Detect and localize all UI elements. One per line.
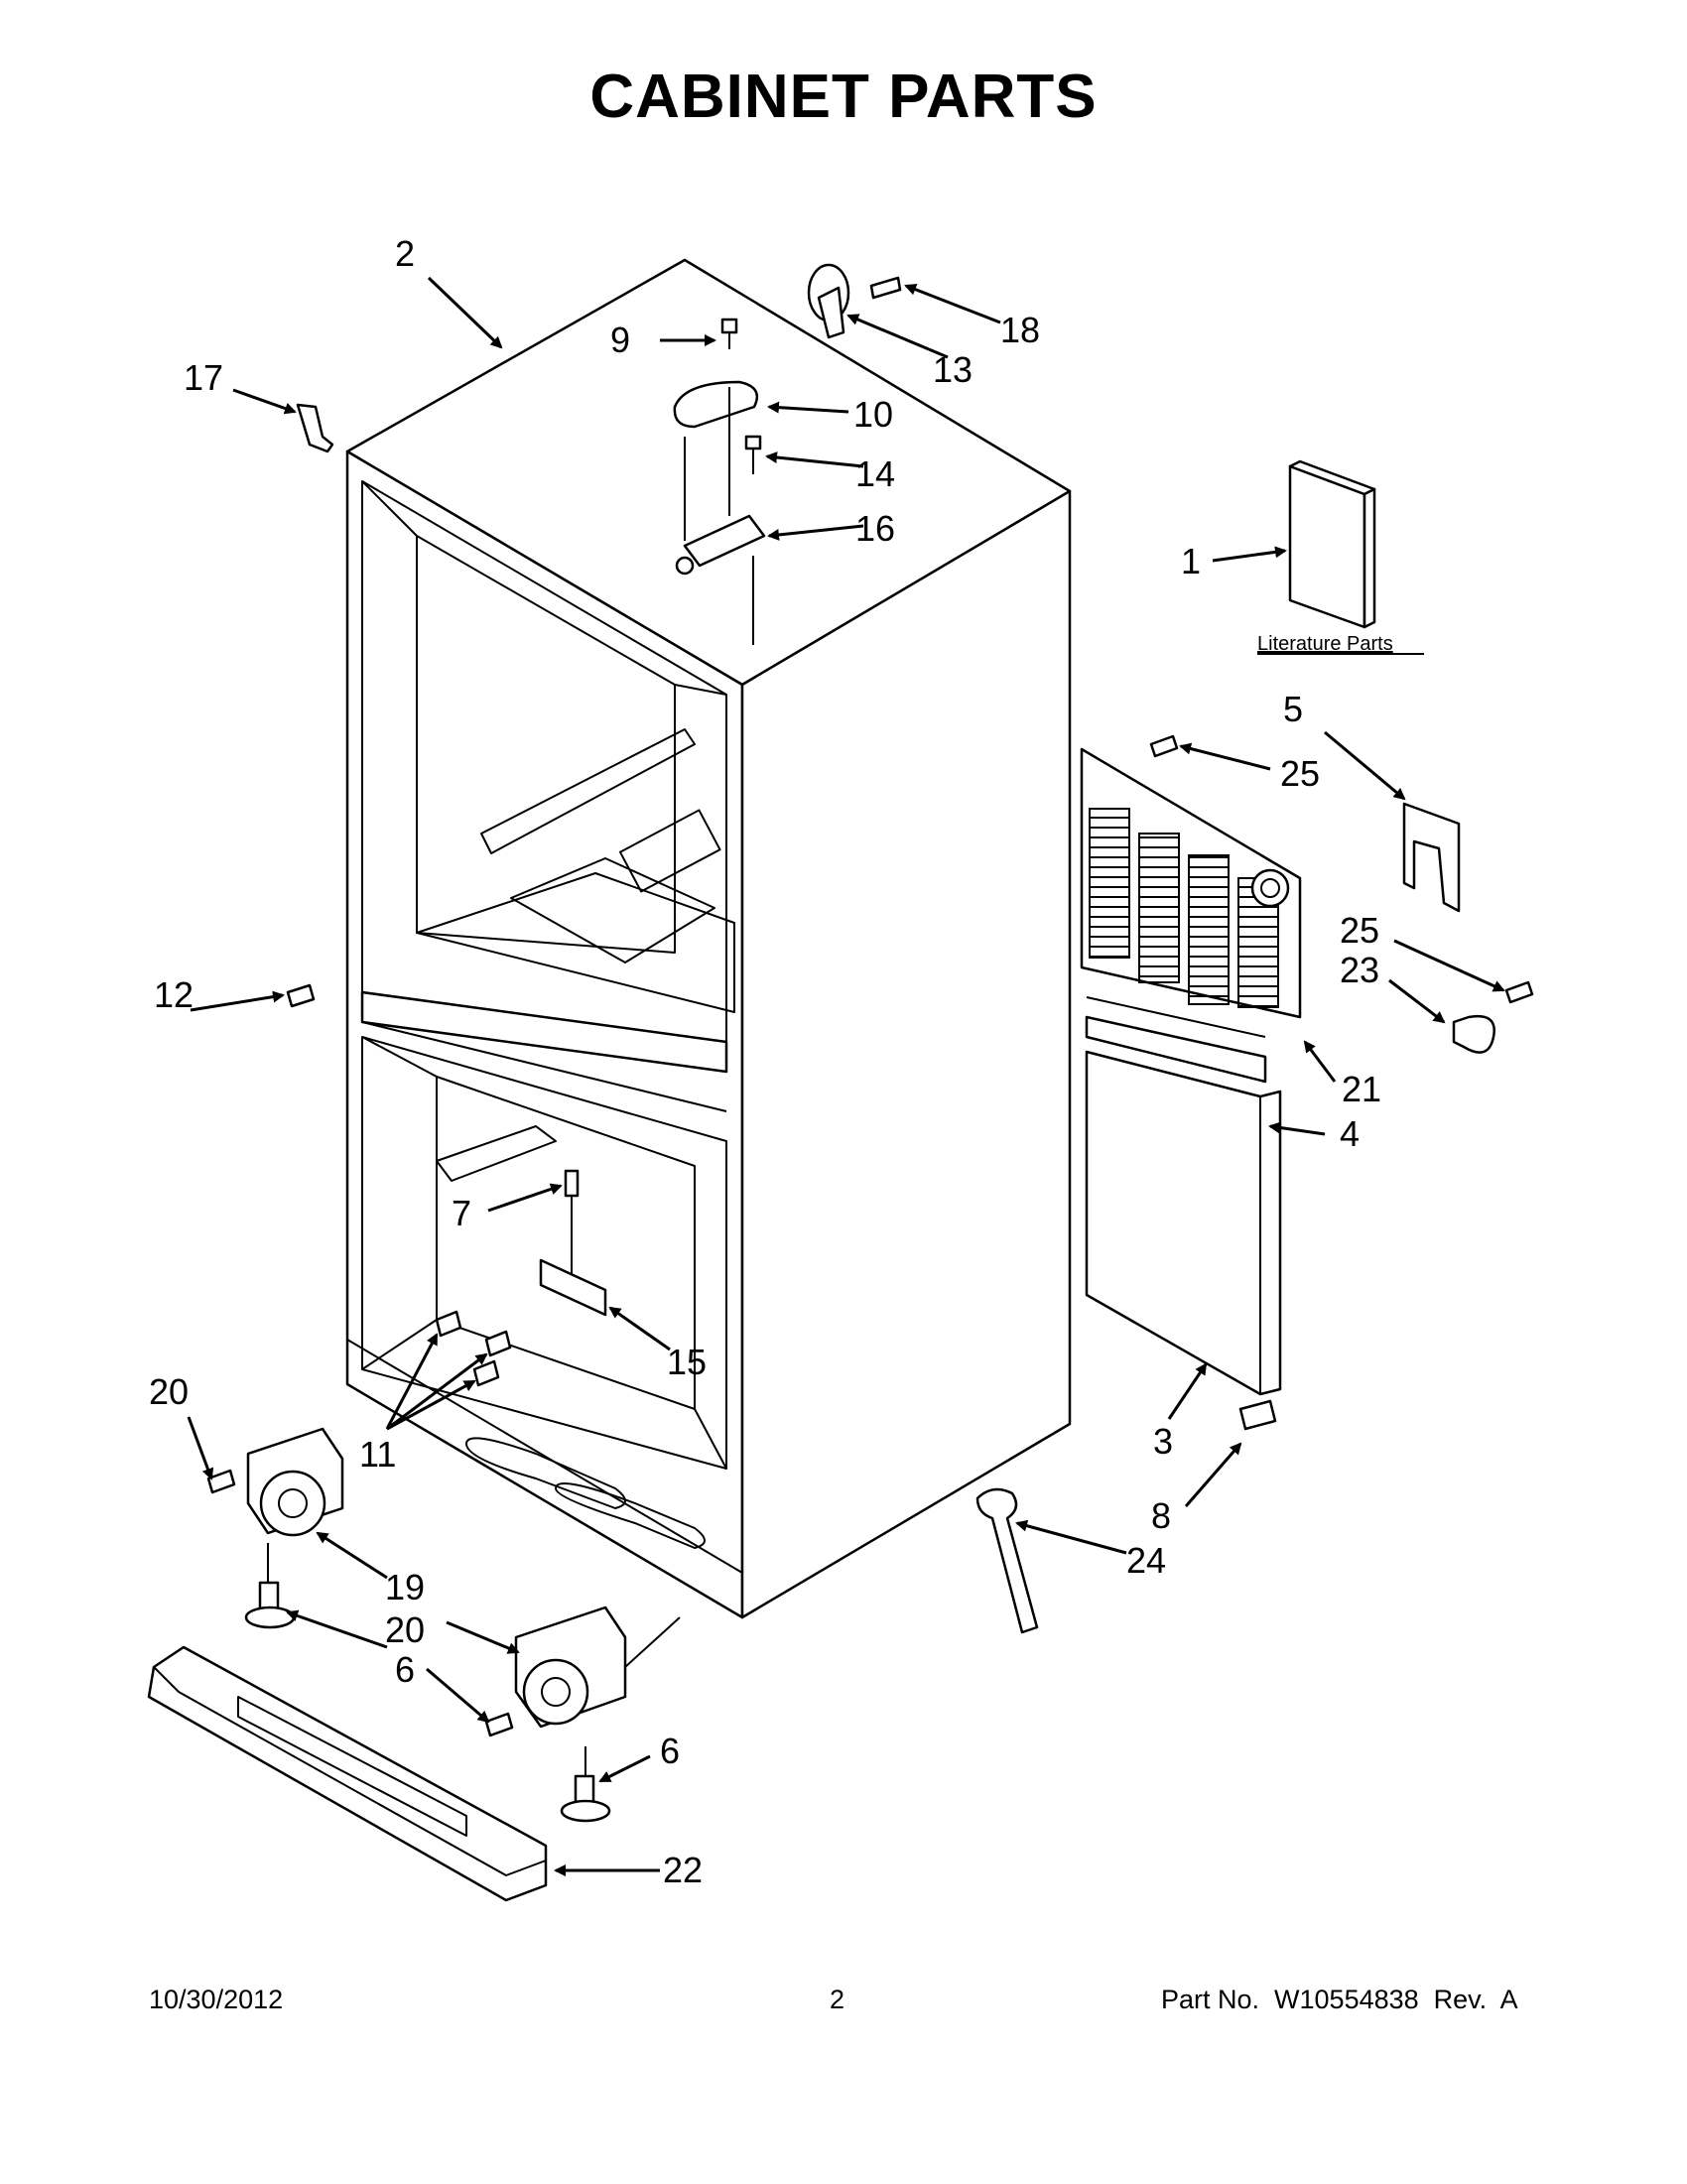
left-roller-assembly <box>206 1427 344 1629</box>
part-15-bracket <box>539 1258 607 1317</box>
callout-17: 17 <box>184 357 223 398</box>
footer-page-number: 2 <box>830 1985 845 2014</box>
part-5-clip <box>1402 802 1461 913</box>
part-7-pin <box>564 1169 580 1198</box>
callout-23: 23 <box>1340 950 1379 990</box>
right-roller-assembly <box>484 1606 681 1823</box>
literature-book <box>1288 459 1376 629</box>
leader-lines <box>187 276 1505 1876</box>
callout-3: 3 <box>1153 1421 1173 1462</box>
callout-13: 13 <box>933 349 973 390</box>
base-grille <box>147 1645 548 1902</box>
callout-5: 5 <box>1283 689 1303 729</box>
callout-11: 11 <box>359 1434 396 1475</box>
part-23-clamp <box>1452 980 1534 1054</box>
literature-parts-label: Literature Parts <box>1257 633 1393 655</box>
top-hinge-assembly <box>296 263 902 645</box>
part-11-screws <box>435 1310 512 1387</box>
callout-21: 21 <box>1342 1069 1381 1109</box>
footer-part-number: Part No. W10554838 Rev. A <box>1161 1985 1518 2014</box>
callout-22: 22 <box>663 1850 703 1890</box>
callout-14: 14 <box>855 453 895 494</box>
part-8-clip <box>1238 1399 1277 1431</box>
callout-20-a: 20 <box>149 1371 189 1412</box>
callout-15: 15 <box>667 1342 707 1382</box>
callout-4: 4 <box>1340 1113 1360 1154</box>
callout-1: 1 <box>1181 541 1201 581</box>
callout-25-b: 25 <box>1340 910 1379 951</box>
callout-19: 19 <box>385 1567 425 1607</box>
part-24-tool <box>975 1487 1039 1634</box>
callout-2: 2 <box>395 233 415 274</box>
callout-7: 7 <box>452 1193 471 1233</box>
rear-access-cover <box>1080 734 1302 1019</box>
callout-20-b: 20 <box>385 1609 425 1650</box>
footer-date: 10/30/2012 <box>149 1985 284 2014</box>
callout-10: 10 <box>853 394 893 435</box>
callout-8: 8 <box>1151 1495 1171 1536</box>
callout-6-b: 6 <box>660 1731 680 1771</box>
part-4-strip <box>1085 1015 1267 1084</box>
callout-6-a: 6 <box>395 1649 415 1690</box>
callout-16: 16 <box>855 508 895 549</box>
callout-18: 18 <box>1000 310 1040 350</box>
callout-9: 9 <box>610 320 630 360</box>
page-title: CABINET PARTS <box>589 63 1098 131</box>
part-3-panel <box>1085 1050 1282 1396</box>
part-12-screw <box>286 983 316 1008</box>
cabinet-body <box>345 258 1072 1619</box>
callout-25-a: 25 <box>1280 753 1320 794</box>
callout-24: 24 <box>1126 1540 1166 1581</box>
callout-12: 12 <box>154 974 194 1015</box>
